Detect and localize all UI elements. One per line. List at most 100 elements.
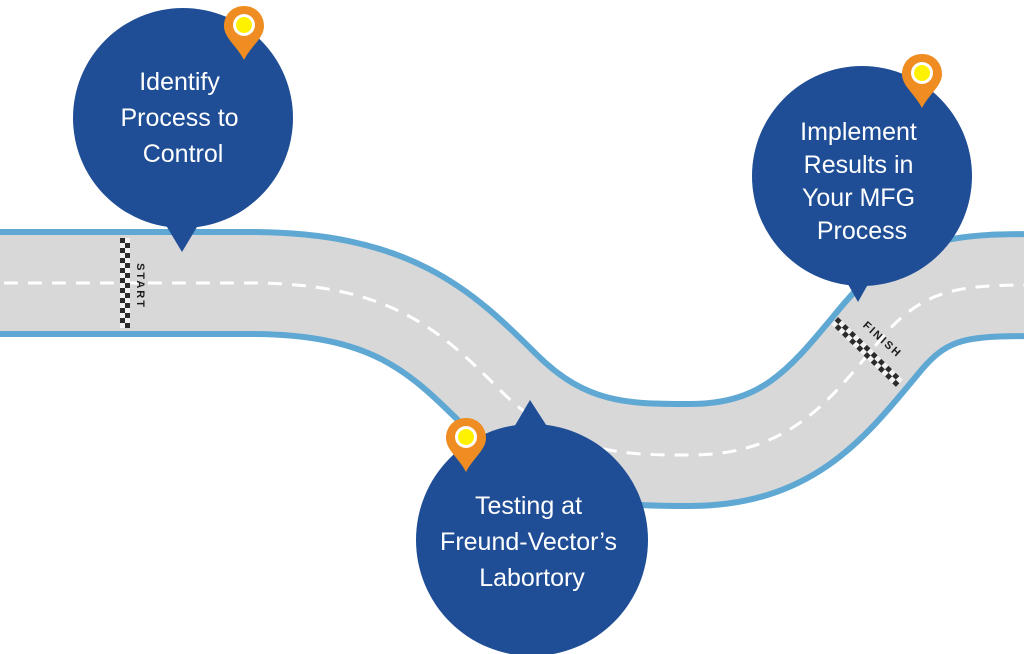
checker-square: [125, 288, 130, 293]
checker-square: [125, 273, 130, 278]
speech-bubble: [73, 8, 293, 228]
step-bubble-testing: Testing at Freund-Vector’s Labortory: [416, 400, 648, 654]
checker-square: [120, 303, 125, 308]
checker-square: [120, 283, 125, 288]
step-bubble-implement: Implement Results in Your MFG Process: [752, 54, 972, 302]
checker-square: [120, 323, 125, 328]
checker-square: [863, 352, 871, 360]
checker-square: [125, 318, 130, 323]
step-bubble-identify: Identify Process to Control: [73, 6, 293, 252]
checker-square: [867, 355, 875, 363]
checker-square: [125, 293, 130, 298]
checker-square: [834, 317, 842, 325]
checker-square: [870, 358, 878, 367]
checker-square: [120, 268, 125, 273]
checker-square: [888, 369, 896, 377]
checker-square: [120, 308, 125, 313]
checker-square: [885, 372, 893, 380]
step-1-line-1: Identify: [139, 68, 220, 96]
checker-square: [838, 327, 846, 335]
step-3-line-1: Implement: [800, 118, 917, 146]
speech-bubble: [416, 424, 648, 654]
checker-square: [120, 313, 125, 318]
step-3-text: Implement Results in Your MFG Process: [800, 118, 924, 245]
map-pin-icon: [446, 418, 486, 472]
checker-square: [120, 293, 125, 298]
checker-square: [895, 376, 903, 384]
checker-square: [125, 258, 130, 263]
checker-square: [888, 376, 896, 384]
checker-square: [877, 358, 885, 366]
checker-square: [870, 351, 878, 359]
step-2-text: Testing at Freund-Vector’s Labortory: [440, 492, 624, 592]
checker-square: [845, 334, 853, 342]
checker-square: [125, 283, 130, 288]
checker-square: [120, 278, 125, 283]
step-3-line-3: Your MFG: [802, 184, 915, 212]
checker-square: [859, 341, 867, 349]
checker-square: [120, 243, 125, 248]
checker-square: [125, 298, 130, 303]
step-3-line-4: Process: [817, 217, 907, 245]
checker-square: [125, 253, 130, 258]
checker-square: [845, 327, 853, 335]
checker-square: [863, 344, 871, 352]
checker-square: [120, 253, 125, 258]
map-pin-icon: [902, 54, 942, 108]
checker-square: [841, 331, 850, 339]
checker-square: [125, 248, 130, 253]
checker-square: [120, 263, 125, 268]
checker-square: [841, 324, 849, 332]
checker-square: [120, 248, 125, 253]
checker-square: [892, 379, 900, 387]
checker-square: [874, 362, 882, 370]
checker-square: [125, 313, 130, 318]
checker-square: [881, 369, 889, 377]
checker-square: [120, 258, 125, 263]
checker-square: [838, 320, 846, 328]
step-2-line-2: Freund-Vector’s: [440, 528, 617, 556]
checker-square: [125, 243, 130, 248]
step-3-line-2: Results in: [804, 151, 914, 179]
checker-square: [125, 263, 130, 268]
pin-center: [458, 429, 474, 445]
checker-square: [852, 334, 860, 342]
checker-square: [834, 324, 842, 332]
step-1-line-3: Control: [143, 140, 224, 168]
checker-square: [852, 341, 860, 349]
speech-bubble: [752, 66, 972, 286]
step-1-text: Identify Process to Control: [120, 68, 245, 168]
checker-square: [881, 362, 889, 370]
checker-square: [125, 278, 130, 283]
checker-square: [856, 345, 864, 353]
step-2-line-3: Labortory: [479, 564, 585, 592]
pin-center: [236, 17, 252, 33]
pin-center: [914, 65, 930, 81]
start-label: START: [134, 263, 146, 309]
checker-square: [867, 348, 875, 356]
checker-square: [859, 348, 867, 356]
checker-square: [120, 298, 125, 303]
checker-square: [856, 337, 864, 346]
checker-square: [125, 268, 130, 273]
checker-square: [892, 372, 900, 380]
start-checker-flag: [120, 238, 130, 328]
checker-square: [120, 288, 125, 293]
checker-square: [120, 318, 125, 323]
checker-square: [849, 331, 857, 339]
speech-bubble-tail-down: [164, 222, 200, 252]
checker-square: [125, 303, 130, 308]
checker-square: [125, 323, 130, 328]
checker-square: [877, 365, 885, 373]
checker-square: [125, 308, 130, 313]
start-line: START: [120, 238, 146, 328]
map-pin-icon: [224, 6, 264, 60]
checker-square: [849, 338, 857, 346]
checker-square: [120, 238, 125, 243]
step-1-line-2: Process to: [120, 104, 238, 132]
checker-square: [884, 365, 893, 373]
checker-square: [125, 238, 130, 243]
checker-square: [874, 355, 882, 363]
road: [0, 229, 1024, 510]
